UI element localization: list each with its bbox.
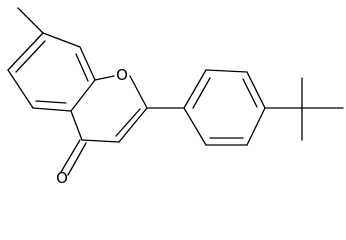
bond-ph6-ph1: [183, 107, 207, 146]
bond-c3-c4: [81, 139, 120, 143]
molecule-diagram: O O: [7, 7, 344, 185]
atom-labels: O O: [56, 66, 128, 185]
bond-inner-ph3-ph4: [242, 78, 258, 108]
bond-inner-ph1-ph2: [192, 77, 211, 109]
ring-oxygen-label: O: [116, 66, 128, 84]
bond-o1-c2: [129, 75, 148, 109]
bond-carbonyl-b: [67, 142, 87, 176]
bond-c2-c3-inner: [115, 108, 141, 137]
bond-ph4-ph5: [246, 107, 266, 146]
bond-c8a-o1: [94, 75, 115, 81]
bond-c4a-c5: [32, 107, 72, 112]
bond-c6-c7: [7, 32, 44, 71]
bond-c7-c8: [42, 32, 81, 48]
bond-c8a-c4a: [70, 79, 96, 112]
bond-ph3-ph4: [246, 71, 266, 109]
bond-inner-c4a-c5: [35, 100, 67, 104]
bond-c4-c4a: [70, 110, 83, 141]
bond-carbonyl-a: [60, 139, 81, 173]
bond-c5-c6: [7, 69, 34, 109]
bond-ph2-ph3: [205, 69, 248, 73]
bond-inner-c6-c7: [15, 40, 46, 73]
bond-inner-c8-c8a: [75, 53, 89, 82]
carbonyl-oxygen-label: O: [56, 169, 68, 185]
structure-canvas: O O: [7, 7, 344, 185]
bonds: [7, 7, 344, 176]
bond-c2-c3: [118, 107, 148, 143]
bond-c8-c8a: [79, 46, 96, 81]
bond-methyl: [17, 7, 44, 34]
bond-ph1-ph2: [183, 69, 207, 109]
